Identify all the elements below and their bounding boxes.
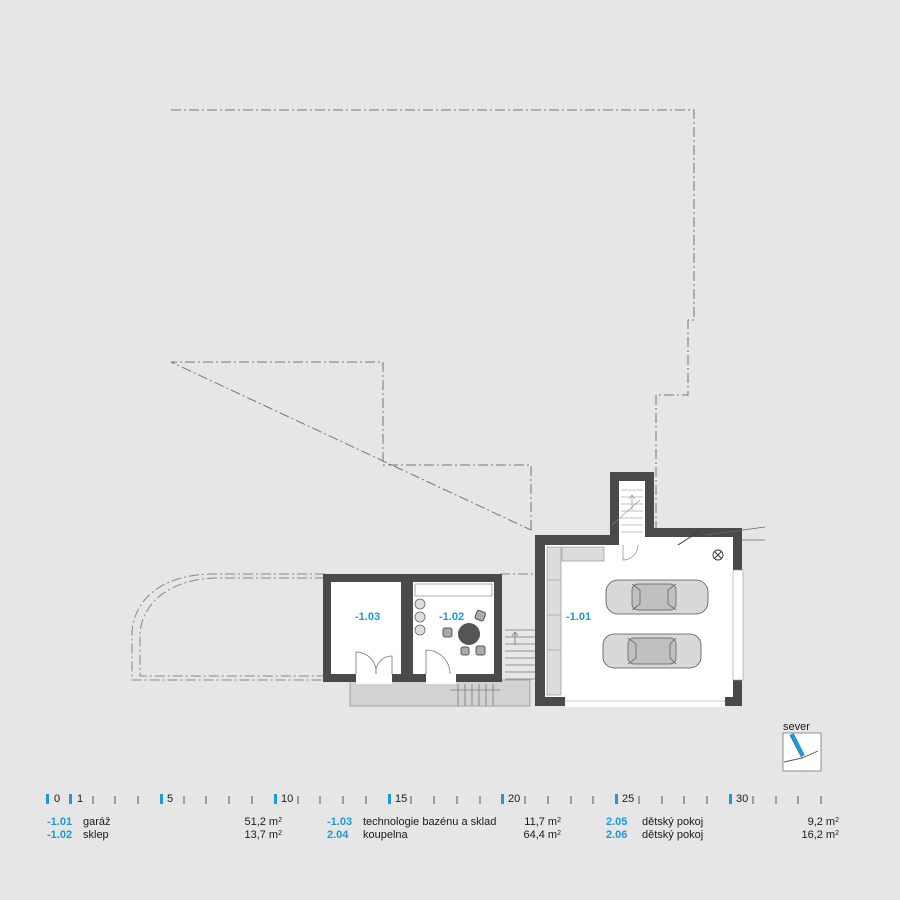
legend-num: 2.04 <box>327 829 349 841</box>
legend-name: koupelna <box>363 829 408 841</box>
scale-label-30: 30 <box>736 793 749 805</box>
legend-area: 64,4 m <box>523 829 558 841</box>
door-102 <box>426 670 456 684</box>
scale-label-1: 1 <box>77 793 84 805</box>
floor-drain-icon <box>712 549 724 561</box>
garage-window <box>732 569 744 681</box>
door-103 <box>356 670 392 684</box>
scale-label-20: 20 <box>508 793 521 805</box>
room-label-102: -1.02 <box>439 611 464 623</box>
garage-shelves <box>546 546 562 696</box>
scale-label-15: 15 <box>395 793 408 805</box>
table-chairs <box>442 609 487 656</box>
car-2 <box>602 633 702 669</box>
legend-num: -1.03 <box>327 816 353 828</box>
exterior-stairs <box>450 629 535 706</box>
room-label-101: -1.01 <box>566 611 591 623</box>
scale-label-5: 5 <box>167 793 174 805</box>
north-label: sever <box>783 721 810 733</box>
scale-label-0: 0 <box>54 793 61 805</box>
legend-name: garáž <box>83 816 111 828</box>
scale-bar-highlights <box>46 794 732 804</box>
storage-cylinders <box>414 598 426 636</box>
upper-floor-outline <box>170 109 695 531</box>
scale-label-25: 25 <box>622 793 635 805</box>
garage-walls <box>535 472 742 706</box>
legend-area: 16,2 m <box>801 829 836 841</box>
garage-stairs <box>611 489 643 533</box>
legend-num: -1.02 <box>47 829 73 841</box>
legend-area: 11,7 m <box>524 816 558 828</box>
legend-name: sklep <box>83 829 109 841</box>
legend-num: 2.06 <box>606 829 628 841</box>
scale-bar <box>46 796 822 804</box>
legend-area: 13,7 m <box>244 829 279 841</box>
garage-inner-door <box>622 544 639 561</box>
legend-area: 51,2 m <box>244 816 279 828</box>
legend-name: technologie bazénu a sklad <box>363 816 497 828</box>
legend-num: 2.05 <box>606 816 628 828</box>
room-label-103: -1.03 <box>355 611 380 623</box>
shelf-102 <box>414 583 493 597</box>
terrace-outline <box>131 573 325 681</box>
legend-area: 9,2 m <box>807 816 836 828</box>
north-arrow-icon <box>782 732 822 772</box>
legend-name: dětský pokoj <box>642 816 704 828</box>
scale-label-10: 10 <box>281 793 294 805</box>
legend-num: -1.01 <box>47 816 73 828</box>
car-1 <box>605 579 709 615</box>
legend-name: dětský pokoj <box>642 829 704 841</box>
